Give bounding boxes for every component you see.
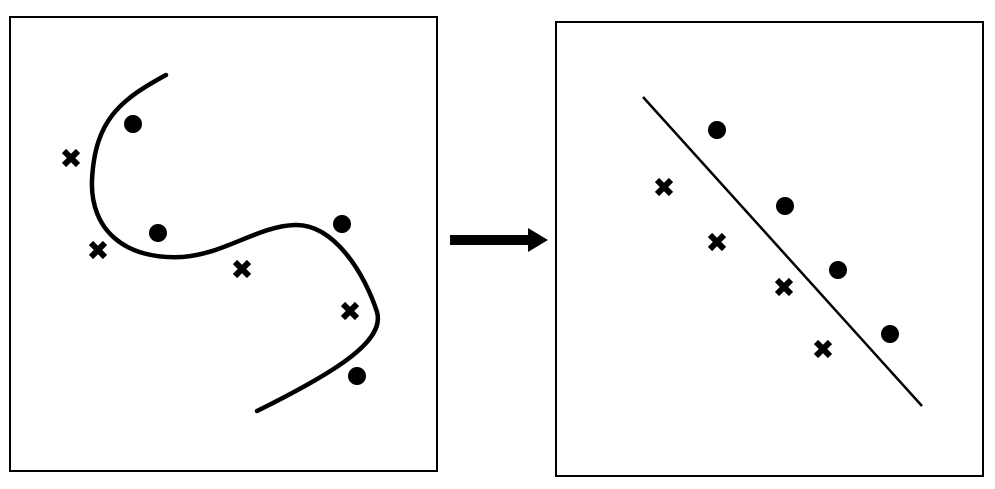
circle-point	[829, 261, 847, 279]
circle-point	[881, 325, 899, 343]
cross-point	[232, 259, 252, 279]
right-panel-frame	[555, 21, 984, 477]
circle-point	[708, 121, 726, 139]
left-panel-frame	[9, 16, 438, 472]
nonlinear-decision-boundary	[89, 72, 381, 414]
right-data-points	[654, 121, 899, 359]
right-panel	[555, 21, 984, 477]
right-arrow-icon	[450, 228, 548, 252]
cross-point	[813, 339, 833, 359]
cross-point	[774, 277, 794, 297]
cross-point	[340, 301, 360, 321]
cross-point	[88, 240, 108, 260]
left-data-points	[61, 115, 366, 385]
circle-point	[776, 197, 794, 215]
linear-decision-boundary	[642, 96, 923, 407]
circle-point	[124, 115, 142, 133]
left-panel	[9, 16, 438, 472]
cross-point	[61, 148, 81, 168]
circle-point	[348, 367, 366, 385]
cross-point	[707, 232, 727, 252]
circle-point	[333, 215, 351, 233]
circle-point	[149, 224, 167, 242]
cross-point	[654, 177, 674, 197]
